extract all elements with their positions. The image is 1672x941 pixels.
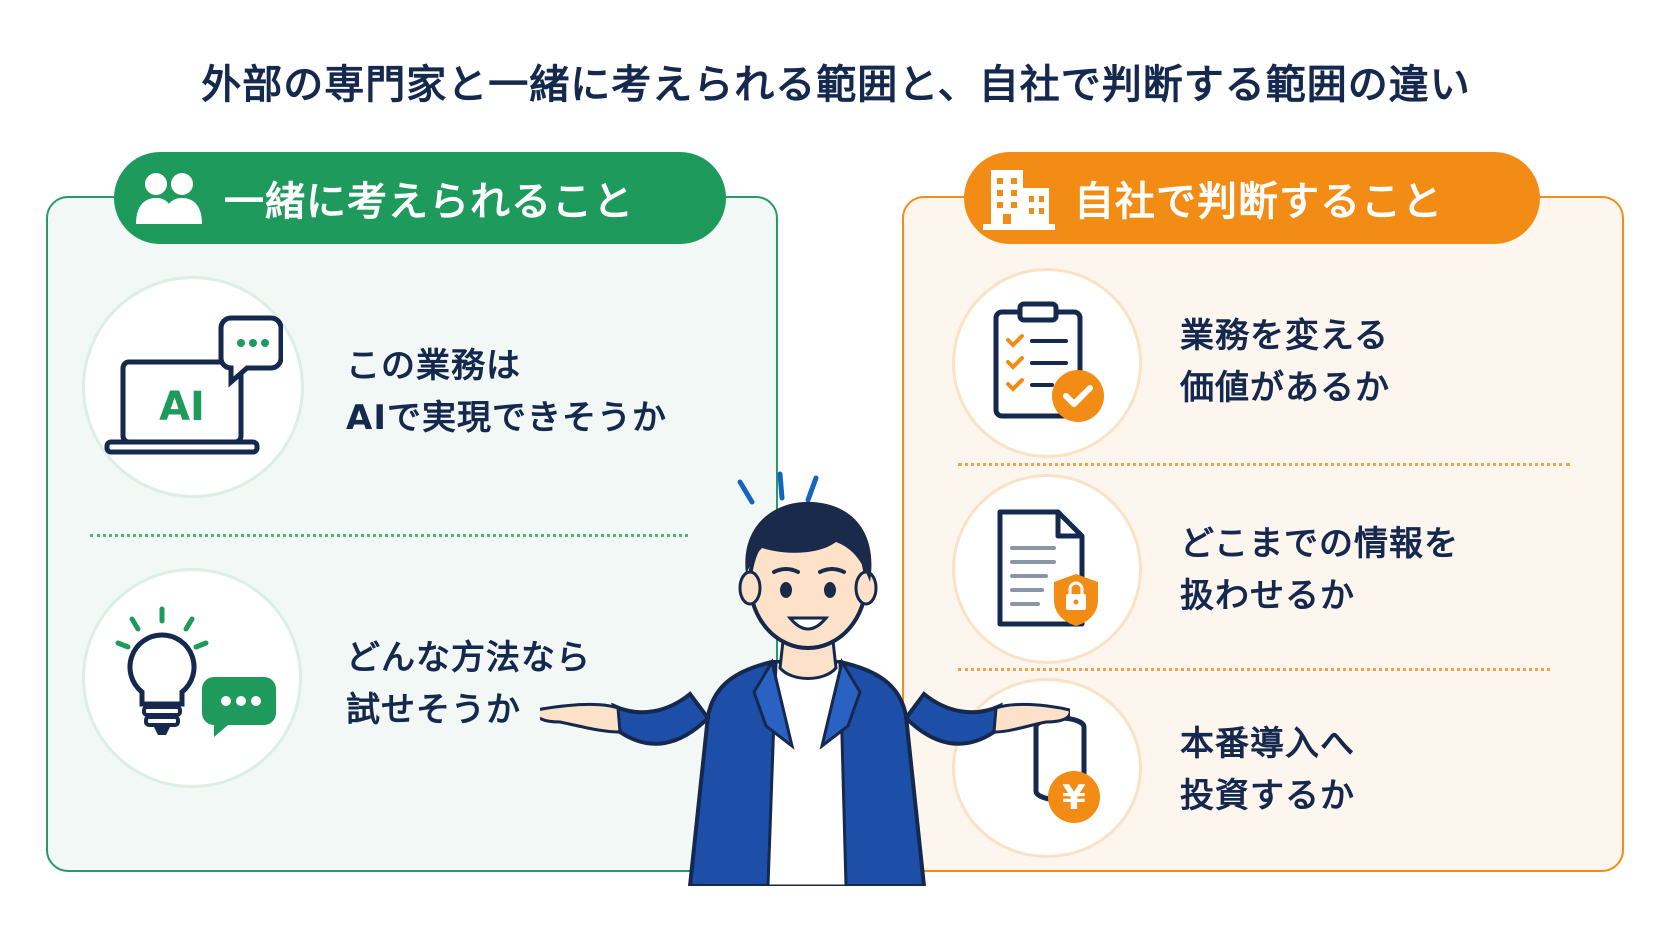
- left-item-2-text: どんな方法なら 試せそうか: [346, 638, 591, 730]
- right-item-3-text: 本番導入へ 投資するか: [1180, 724, 1355, 816]
- right-item-1-text: 業務を変える 価値があるか: [1180, 316, 1390, 408]
- clipboard-check-icon: [993, 301, 1104, 422]
- left-heading-text: 一緒に考えられること: [224, 179, 634, 225]
- right-item-1-circle: [952, 268, 1142, 458]
- right-heading-text: 自社で判断すること: [1074, 179, 1443, 225]
- sparkle-lines-icon: [737, 471, 819, 505]
- lightbulb-chat-icon: [115, 606, 276, 737]
- yen-symbol: ¥: [1062, 778, 1086, 818]
- people-icon: [114, 170, 224, 226]
- left-heading-pill: 一緒に考えられること: [114, 152, 726, 244]
- right-item-3-circle: ¥: [952, 678, 1142, 858]
- right-divider-1: [958, 463, 1570, 466]
- left-item-1-text: この業務は AIで実現できそうか: [346, 346, 667, 438]
- person-illustration: [540, 471, 1070, 886]
- building-icon: [964, 166, 1074, 230]
- laptop-ai-label: AI: [159, 384, 205, 430]
- left-divider: [90, 534, 688, 537]
- coins-yen-icon: ¥: [1033, 715, 1100, 823]
- right-divider-2: [958, 668, 1550, 671]
- document-lock-icon: [997, 509, 1098, 627]
- right-heading-pill: 自社で判断すること: [964, 152, 1540, 244]
- right-item-2-circle: [952, 474, 1142, 664]
- left-item-2-circle: [82, 568, 302, 788]
- right-item-2-text: どこまでの情報を 扱わせるか: [1180, 524, 1459, 616]
- page-title: 外部の専門家と一緒に考えられる範囲と、自社で判断する範囲の違い: [201, 62, 1471, 108]
- left-item-1-circle: AI: [82, 276, 304, 498]
- laptop-ai-chat-icon: AI: [104, 315, 283, 455]
